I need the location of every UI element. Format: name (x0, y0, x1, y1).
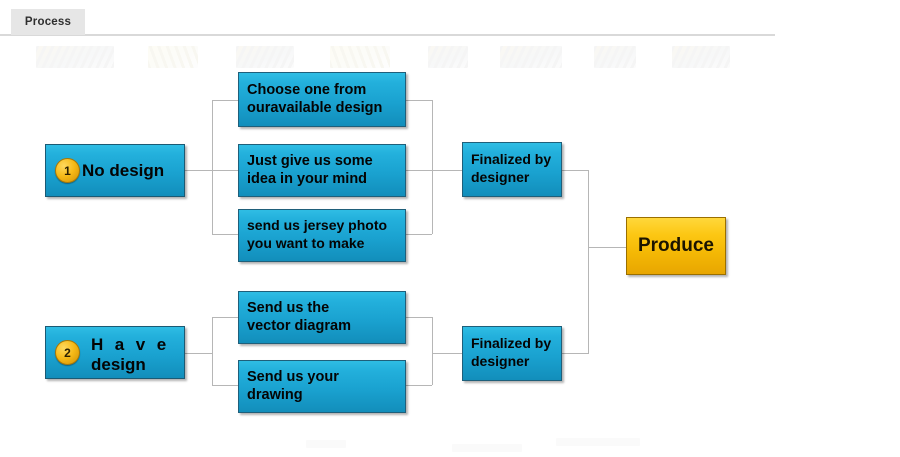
connector-line (432, 100, 433, 234)
node-vector-diagram-line1: Send us the (247, 300, 330, 316)
faded-thumbnail (594, 46, 636, 68)
tab-process-label: Process (24, 16, 72, 28)
node-no-design[interactable]: 1 No design (45, 144, 185, 197)
node-give-idea-line2: idea in your mind (247, 171, 368, 187)
node-finalized-top[interactable]: Finalized by designer (462, 142, 562, 197)
faded-artifact (452, 444, 522, 452)
node-vector-diagram[interactable]: Send us the vector diagram (238, 291, 406, 344)
faded-thumbnail (428, 46, 468, 68)
connector-line (588, 247, 626, 248)
connector-line (406, 100, 432, 101)
faded-thumbnail (500, 46, 562, 68)
connector-line (212, 317, 213, 385)
node-finalized-bottom[interactable]: Finalized by designer (462, 326, 562, 381)
faded-bottom-strip (0, 432, 900, 456)
node-your-drawing-line1: Send us your (247, 369, 339, 385)
node-give-idea-line1: Just give us some (247, 153, 373, 169)
faded-thumbnail (236, 46, 294, 68)
tab-bar-underline (0, 34, 775, 36)
connector-line (406, 170, 432, 171)
faded-thumbnail-strip (0, 44, 900, 72)
connector-line (406, 317, 432, 318)
faded-thumbnail (36, 46, 114, 68)
node-vector-diagram-line2: vector diagram (247, 318, 351, 334)
faded-artifact (556, 438, 640, 446)
node-your-drawing-line2: drawing (247, 387, 303, 403)
node-no-design-label: No design (82, 160, 165, 180)
connector-line (212, 234, 238, 235)
connector-line (432, 170, 462, 171)
step-badge-2: 2 (55, 340, 80, 365)
faded-thumbnail (148, 46, 198, 68)
tab-bar: Process (0, 0, 900, 36)
connector-line (212, 100, 213, 234)
connector-line (185, 353, 212, 354)
faded-artifact (306, 440, 346, 448)
node-finalized-top-line1: Finalized by (471, 151, 552, 167)
node-your-drawing[interactable]: Send us your drawing (238, 360, 406, 413)
node-send-photo-line1: send us jersey photo (247, 217, 388, 233)
connector-line (212, 317, 238, 318)
faded-thumbnail (672, 46, 730, 68)
node-produce[interactable]: Produce (626, 217, 726, 275)
node-choose-one-line1: Choose one from (247, 82, 367, 98)
connector-line (212, 170, 238, 171)
connector-line (562, 170, 588, 171)
connector-line (212, 385, 238, 386)
node-give-idea[interactable]: Just give us some idea in your mind (238, 144, 406, 197)
connector-line (432, 317, 433, 385)
connector-line (406, 385, 432, 386)
step-badge-1: 1 (55, 158, 80, 183)
node-choose-one-line2: ouravailable design (247, 100, 383, 116)
connector-line (406, 234, 432, 235)
connector-line (212, 100, 238, 101)
node-have-design-line1: H a v e (91, 335, 170, 354)
node-send-photo[interactable]: send us jersey photo you want to make (238, 209, 406, 262)
node-produce-label: Produce (637, 235, 715, 257)
node-finalized-bottom-line1: Finalized by (471, 335, 552, 351)
connector-line (588, 170, 589, 354)
connector-line (562, 353, 588, 354)
node-finalized-bottom-line2: designer (471, 353, 530, 369)
node-finalized-top-line2: designer (471, 169, 530, 185)
faded-thumbnail (330, 46, 390, 68)
node-send-photo-line2: you want to make (247, 235, 365, 251)
connector-line (432, 353, 462, 354)
node-choose-one[interactable]: Choose one from ouravailable design (238, 72, 406, 127)
tab-process[interactable]: Process (11, 9, 85, 35)
node-have-design-line2: design (91, 355, 146, 374)
node-have-design[interactable]: 2 H a v e design (45, 326, 185, 379)
connector-line (185, 170, 212, 171)
